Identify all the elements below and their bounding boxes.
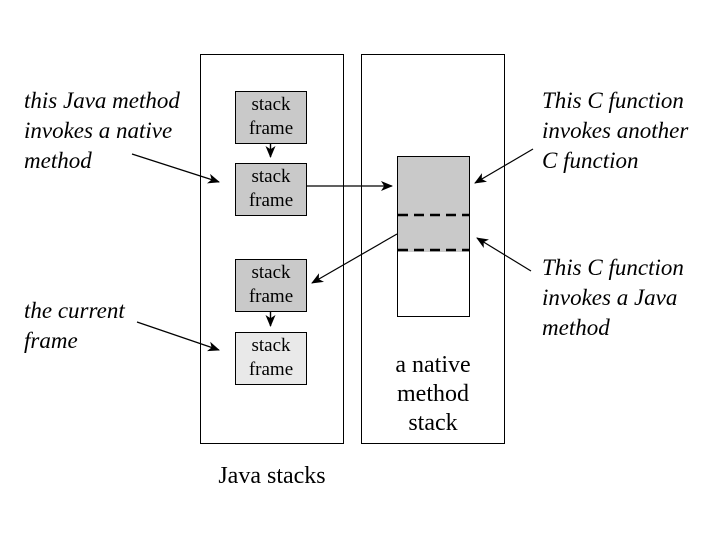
native-stack-label-line: stack: [408, 410, 458, 436]
native-stack-gray-region: [398, 157, 469, 252]
native-stack-block: [397, 156, 470, 317]
stack-frame-label: stack: [251, 94, 291, 115]
annotation-c-invokes-java: This C function invokes a Java method: [542, 253, 684, 343]
annotation-line: C function: [542, 148, 639, 173]
stack-frame-label: frame: [248, 118, 294, 139]
stack-frame-label: stack: [251, 262, 291, 283]
native-stack-label-line: method: [397, 381, 469, 407]
annotation-line: invokes a native: [24, 118, 173, 143]
annotation-line: frame: [24, 328, 78, 353]
native-stack-label: a native method stack: [362, 351, 504, 438]
annotation-current-frame: the current frame: [24, 296, 125, 356]
java-stacks-container: stack frame stack frame stack frame stac…: [200, 54, 344, 489]
annotation-line: method: [24, 148, 92, 173]
native-stack-label-line: a native: [395, 352, 471, 378]
annotation-line: This C function: [542, 255, 684, 280]
annotation-c-invokes-c: This C function invokes another C functi…: [542, 86, 688, 176]
annotation-line: invokes a Java: [542, 285, 678, 310]
annotation-java-invokes-native: this Java method invokes a native method: [24, 86, 180, 176]
stack-frame-label: frame: [248, 359, 294, 380]
annotation-line: this Java method: [24, 88, 180, 113]
stack-frame-label: frame: [248, 286, 294, 307]
stack-frame-3: stack frame: [235, 259, 307, 312]
annotation-line: invokes another: [542, 118, 689, 143]
stack-frame-label: stack: [251, 166, 291, 187]
stack-frame-2: stack frame: [235, 163, 307, 216]
java-stacks-label: Java stacks: [218, 463, 326, 489]
stack-frame-4-current: stack frame: [235, 332, 307, 385]
stack-frame-1: stack frame: [235, 91, 307, 144]
stack-frame-label: frame: [248, 190, 294, 211]
annotation-line: the current: [24, 298, 125, 323]
native-method-stack-container: a native method stack: [361, 54, 505, 444]
annotation-line: This C function: [542, 88, 684, 113]
stack-frame-label: stack: [251, 335, 291, 356]
annotation-line: method: [542, 315, 610, 340]
